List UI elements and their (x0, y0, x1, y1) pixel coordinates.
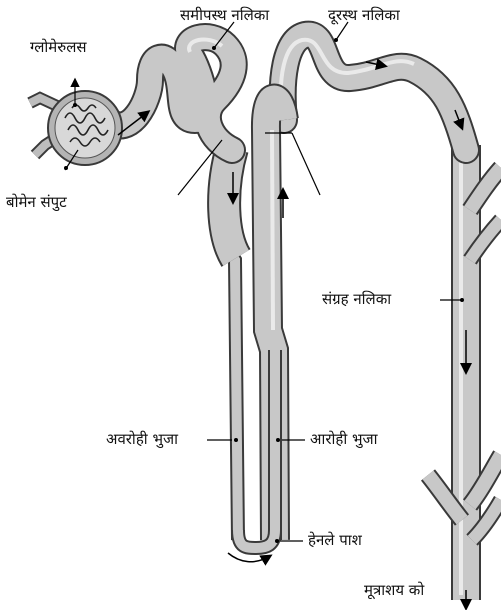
label-collecting-duct: संग्रह नलिका (322, 292, 391, 307)
boundary-lines (178, 133, 320, 195)
label-henle-loop: हेनले पाश (308, 533, 362, 548)
label-glomerulus: ग्लोमेरुलस (30, 40, 87, 55)
ascending-limb (266, 99, 284, 540)
label-proximal-tubule: समीपस्थ नलिका (180, 8, 269, 23)
collecting-duct (428, 145, 501, 600)
henle-loop (238, 530, 275, 548)
proximal-tubule (108, 37, 234, 150)
bowman-capsule (48, 91, 122, 165)
distal-tubule (281, 35, 466, 150)
label-bowman-capsule: बोमेन संपुट (6, 195, 67, 210)
label-distal-tubule: दूरस्थ नलिका (328, 8, 400, 23)
flow-arrows (118, 62, 466, 608)
label-descending-limb: अवरोही भुजा (106, 432, 178, 447)
label-ascending-limb: आरोही भुजा (310, 432, 378, 447)
label-to-bladder: मूत्राशय को (364, 583, 424, 598)
